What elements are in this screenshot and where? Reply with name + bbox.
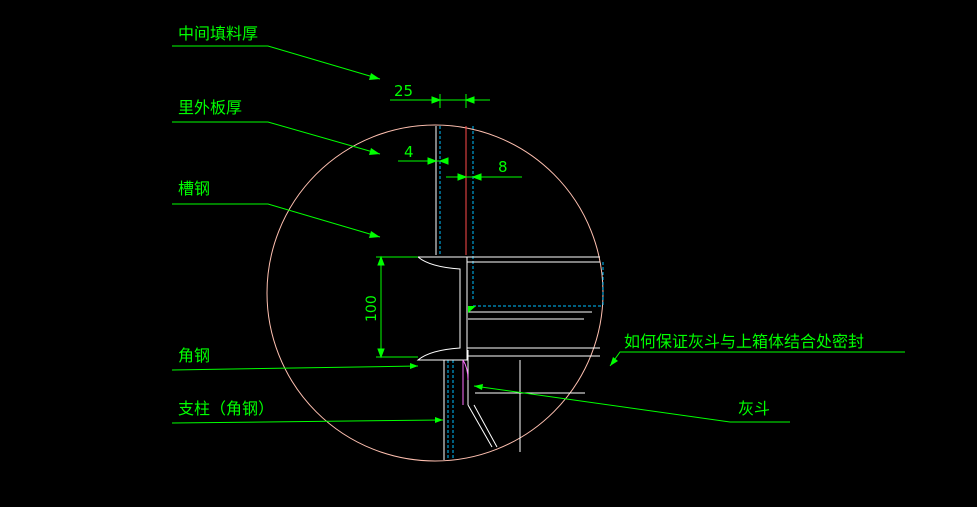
leader-arrowheads (369, 73, 618, 423)
dimension-overall (390, 94, 490, 108)
leader-lines (171, 45, 905, 424)
label-channel-steel: 槽钢 (178, 179, 210, 198)
label-sealing-question: 如何保证灰斗与上箱体结合处密封 (624, 332, 864, 351)
dimension-channel-height (376, 255, 418, 359)
weld-mark (468, 306, 476, 313)
channel-steel-section (416, 256, 600, 452)
plate-lines (435, 126, 474, 460)
dimension-plate (398, 157, 449, 165)
detail-circle (266, 124, 604, 462)
dimension-plate-value: 4 (404, 143, 414, 161)
label-filler-thickness: 中间填料厚 (178, 24, 258, 43)
corner-fillet (462, 359, 469, 381)
label-angle-steel: 角钢 (178, 346, 210, 365)
label-ash-hopper: 灰斗 (738, 399, 770, 418)
dimension-filler (446, 173, 522, 181)
dimension-overall-value: 25 (394, 82, 413, 100)
dimension-channel-height-value: 100 (364, 295, 380, 322)
label-plate-thickness: 里外板厚 (178, 98, 242, 117)
label-column-angle: 支柱（角钢） (178, 399, 274, 418)
hidden-lines (473, 262, 604, 307)
dimension-filler-value: 8 (498, 158, 508, 176)
